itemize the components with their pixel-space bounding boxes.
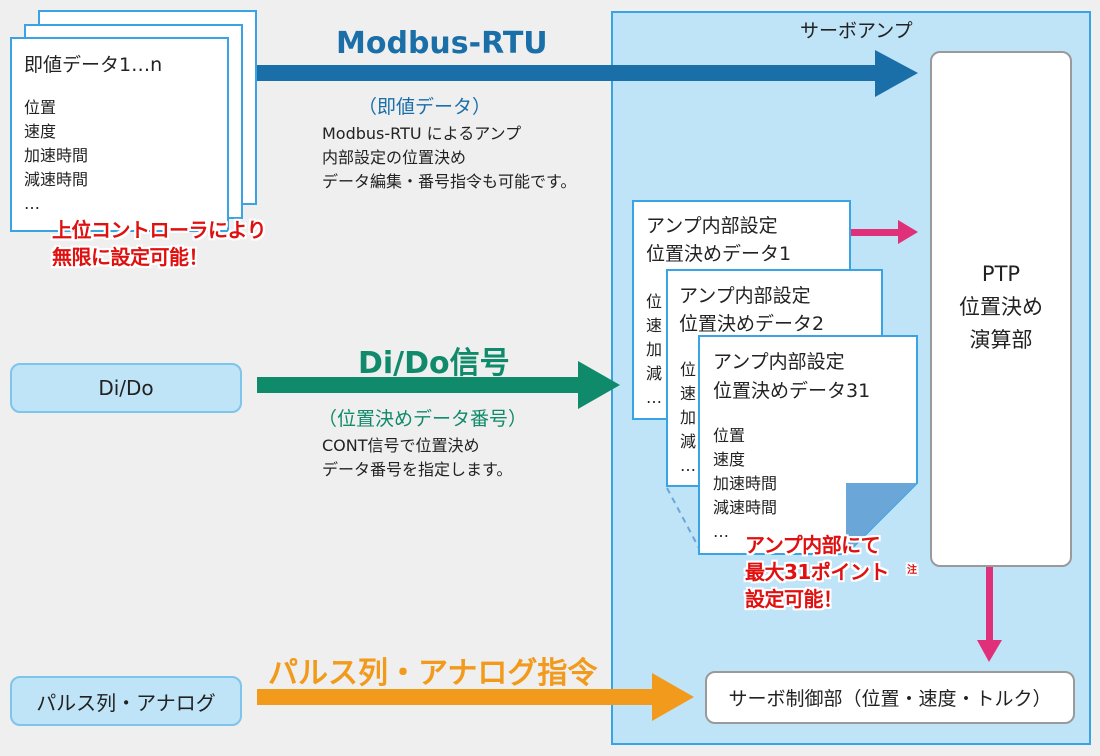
folded-corner — [846, 483, 917, 554]
dashed-guide — [666, 487, 701, 551]
internal-doc-item: 減速時間 — [713, 498, 778, 517]
internal-doc-item: 減 — [680, 432, 697, 451]
dido-desc-line: CONT信号で位置決め — [322, 436, 480, 455]
dido-title: Di/Do信号 — [358, 346, 510, 381]
internal-doc-item: 加速時間 — [713, 474, 778, 493]
internal-doc-2-items: 位 速 加 減 … — [680, 358, 696, 478]
internal-doc-title-line: 位置決めデータ31 — [713, 380, 871, 402]
internal-callout-line2: 最大31ポイント — [745, 560, 889, 584]
pink-arrow-shaft — [851, 229, 903, 236]
dido-desc-line: データ番号を指定します。 — [322, 460, 513, 479]
internal-doc-item: 加 — [646, 340, 663, 359]
internal-doc-item: 減 — [646, 364, 663, 383]
internal-doc-title-line: 位置決めデータ1 — [646, 243, 792, 265]
internal-doc-item: … — [713, 522, 729, 541]
servo-amp-title: サーボアンプ — [800, 20, 913, 42]
pulse-box: パルス列・アナログ — [10, 676, 242, 726]
pulse-title: パルス列・アナログ指令 — [268, 656, 598, 691]
dido-arrow-head — [578, 361, 620, 409]
servo-control-box: サーボ制御部（位置・速度・トルク） — [705, 671, 1075, 724]
dido-box: Di/Do — [10, 363, 242, 413]
left-callout-line2: 無限に設定可能！ — [52, 245, 209, 269]
ptp-box — [930, 51, 1072, 567]
internal-doc-item: 位 — [680, 360, 697, 379]
modbus-subtitle: （即値データ） — [358, 96, 492, 118]
internal-callout-line3: 設定可能！ — [745, 587, 843, 611]
dido-desc: CONT信号で位置決め データ番号を指定します。 — [322, 434, 512, 482]
note-mark: 注 — [907, 565, 917, 576]
modbus-desc-line: データ編集・番号指令も可能です。 — [322, 172, 577, 191]
pink-down-shaft — [986, 566, 993, 644]
ptp-line: 演算部 — [969, 328, 1033, 352]
left-doc-front — [10, 37, 229, 232]
internal-doc-3 — [698, 335, 918, 555]
modbus-desc-line: Modbus-RTU によるアンプ — [322, 124, 522, 143]
servo-control-label: サーボ制御部（位置・速度・トルク） — [728, 688, 1052, 710]
internal-doc-title-line: アンプ内部設定 — [679, 285, 811, 307]
pink-arrow-head — [898, 220, 918, 244]
left-callout-line1: 上位コントローラにより — [52, 218, 267, 242]
modbus-arrow-head — [875, 50, 918, 97]
pulse-arrow-shaft — [257, 689, 665, 705]
internal-doc-item: 加 — [680, 408, 697, 427]
dido-subtitle: （位置決めデータ番号） — [318, 408, 528, 430]
left-doc-item: 位置 — [24, 98, 57, 117]
pulse-arrow-head — [652, 673, 694, 721]
internal-doc-3-title: アンプ内部設定 位置決めデータ31 — [713, 348, 870, 406]
internal-doc-item: 位置 — [713, 426, 746, 445]
internal-doc-item: 速度 — [713, 450, 746, 469]
left-doc-item: 減速時間 — [24, 170, 89, 189]
left-doc-item: 加速時間 — [24, 146, 89, 165]
modbus-arrow-shaft — [257, 65, 887, 81]
internal-doc-2-title: アンプ内部設定 位置決めデータ2 — [679, 282, 824, 338]
ptp-label: PTP 位置決め 演算部 — [930, 258, 1072, 357]
left-doc-title: 即値データ1…n — [24, 54, 163, 76]
pink-down-head — [977, 640, 1002, 662]
internal-doc-3-items: 位置 速度 加速時間 減速時間 … — [713, 424, 777, 544]
modbus-title: Modbus-RTU — [336, 26, 548, 61]
internal-doc-1-items: 位 速 加 減 … — [646, 290, 662, 410]
internal-doc-item: 位 — [646, 292, 663, 311]
left-doc-item: … — [24, 194, 40, 213]
internal-doc-item: 速 — [646, 316, 663, 335]
internal-doc-item: … — [646, 388, 662, 407]
ptp-line: 位置決め — [959, 295, 1043, 319]
modbus-desc-line: 内部設定の位置決め — [322, 148, 467, 167]
dido-arrow-shaft — [257, 377, 587, 393]
ptp-line: PTP — [981, 262, 1021, 286]
internal-doc-title-line: 位置決めデータ2 — [679, 313, 825, 335]
left-doc-items: 位置 速度 加速時間 減速時間 … — [24, 96, 88, 216]
internal-doc-title-line: アンプ内部設定 — [713, 351, 845, 373]
internal-doc-item: … — [680, 456, 696, 475]
internal-doc-1-title: アンプ内部設定 位置決めデータ1 — [646, 212, 791, 268]
internal-doc-title-line: アンプ内部設定 — [646, 215, 778, 237]
internal-doc-item: 速 — [680, 384, 697, 403]
modbus-desc: Modbus-RTU によるアンプ 内部設定の位置決め データ編集・番号指令も可… — [322, 122, 576, 194]
internal-callout-line1: アンプ内部にて — [745, 533, 881, 557]
pulse-box-label: パルス列・アナログ — [36, 690, 216, 715]
left-doc-item: 速度 — [24, 122, 57, 141]
dido-box-label: Di/Do — [98, 376, 154, 400]
